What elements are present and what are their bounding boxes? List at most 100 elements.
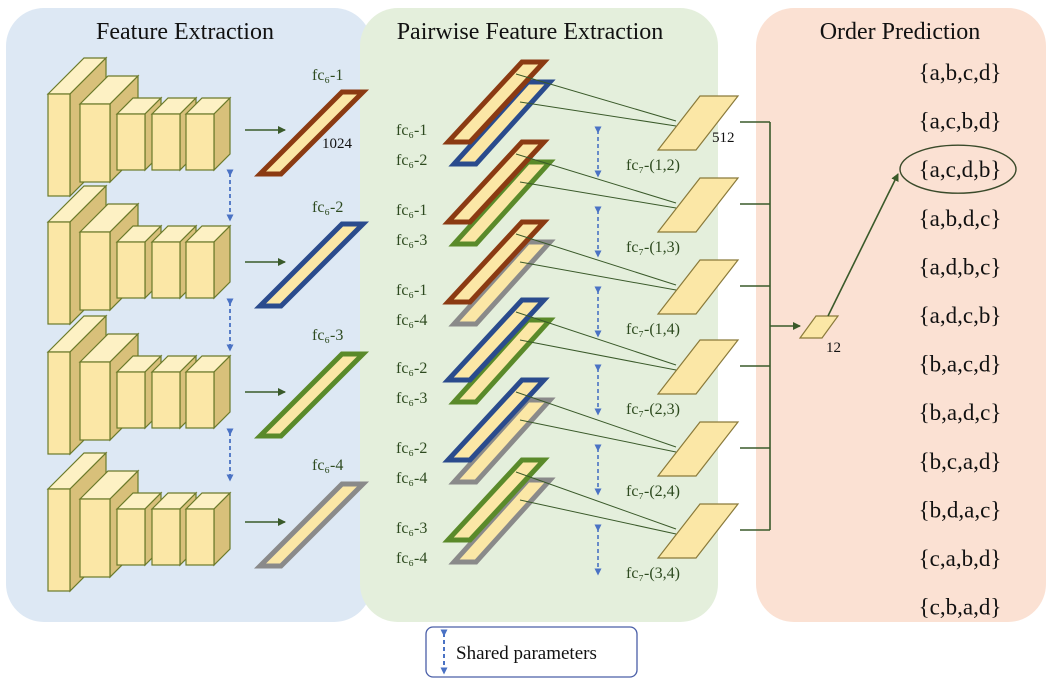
pairwise-features: fc₆-1fc₆-2fc₆-1fc₆-3fc₆-1fc₆-4fc₆-2fc₆-3… xyxy=(396,59,677,576)
cnn-branch-4 xyxy=(46,451,232,593)
cnn-branch-1 xyxy=(46,56,232,198)
pair-frame-top xyxy=(442,457,550,543)
block-front xyxy=(116,371,146,429)
pairwise-title: Pairwise Feature Extraction xyxy=(397,19,664,45)
block-front xyxy=(79,498,111,578)
connection-line xyxy=(515,311,677,366)
fc6-label: fc₆-1 xyxy=(312,67,343,84)
fc6-dim-label: 1024 xyxy=(322,136,353,152)
fc6-label: fc₆-4 xyxy=(312,457,343,474)
order-item: {a,c,d,b} xyxy=(919,157,1002,182)
pair-label-bottom: fc₆-4 xyxy=(396,550,427,567)
prediction-arrow xyxy=(827,173,899,317)
order-item: {a,b,d,c} xyxy=(919,206,1002,231)
order-item: {b,a,c,d} xyxy=(919,352,1002,377)
pair-label-top: fc₆-2 xyxy=(396,360,427,377)
pair-frame-top xyxy=(442,139,550,225)
connection-line xyxy=(519,419,677,453)
fc7-label: fc₇-(1,4) xyxy=(626,321,680,338)
fc7-label: fc₇-(1,3) xyxy=(626,239,680,256)
fc6-feature-1 xyxy=(253,89,370,177)
conv-layer-3 xyxy=(115,224,163,300)
connection-line xyxy=(515,153,677,204)
pair-group-1: fc₆-1 fc₆-2 xyxy=(396,59,677,178)
fc7-feature-2 xyxy=(656,177,740,233)
order-item: {b,c,a,d} xyxy=(919,449,1002,474)
connection-line xyxy=(515,73,677,122)
legend-label: Shared parameters xyxy=(456,643,597,664)
pair-label-top: fc₆-1 xyxy=(396,122,427,139)
pair-label-bottom: fc₆-2 xyxy=(396,152,427,169)
block-front xyxy=(151,371,181,429)
connection-line xyxy=(519,181,677,209)
fc7-label: fc₇-(2,4) xyxy=(626,483,680,500)
fc7-label: fc₇-(2,3) xyxy=(626,401,680,418)
block-front xyxy=(79,361,111,441)
connection-line xyxy=(515,391,677,448)
pair-label-top: fc₆-1 xyxy=(396,282,427,299)
block-front xyxy=(151,241,181,299)
pair-group-2: fc₆-1 fc₆-3 xyxy=(396,139,677,258)
pair-label-top: fc₆-1 xyxy=(396,202,427,219)
conv-layer-5 xyxy=(184,224,232,300)
block-front xyxy=(47,488,71,592)
connection-line xyxy=(519,101,677,127)
fc7-feature-1 xyxy=(656,95,740,151)
pair-frame-top xyxy=(442,219,550,305)
cnn-branch-2 xyxy=(46,184,232,326)
conv-layer-5 xyxy=(184,96,232,172)
pair-label-bottom: fc₆-3 xyxy=(396,390,427,407)
connection-line xyxy=(519,261,677,291)
block-front xyxy=(116,113,146,171)
cnn-branches xyxy=(46,56,234,593)
feature-extraction-title: Feature Extraction xyxy=(96,19,274,45)
order-item: {b,a,d,c} xyxy=(919,400,1002,425)
order-item: {a,b,c,d} xyxy=(919,60,1002,85)
fc7-label: fc₇-(3,4) xyxy=(626,565,680,582)
block-front xyxy=(151,113,181,171)
fc7-features: 512 fc₇-(1,2) fc₇-(1,3) fc₇-(1,4) fc₇-(2,3)… xyxy=(626,95,770,582)
fc6-label: fc₆-2 xyxy=(312,199,343,216)
order-item: {c,a,b,d} xyxy=(919,546,1002,571)
block-front xyxy=(47,351,71,455)
legend: Shared parameters xyxy=(425,626,638,678)
fc7-feature-5 xyxy=(656,421,740,477)
block-front xyxy=(47,221,71,325)
pair-frame-bottom xyxy=(448,397,556,485)
pair-group-4: fc₆-2 fc₆-3 xyxy=(396,297,677,416)
order-list: {a,b,c,d} {a,c,b,d} {a,c,d,b} {a,b,d,c} {a,d… xyxy=(899,60,1017,620)
pair-frame-top xyxy=(442,297,550,383)
pairwise-panel xyxy=(360,8,718,622)
order-item: {c,b,a,d} xyxy=(919,595,1002,620)
fc6-feature-4 xyxy=(253,481,370,569)
connection-line xyxy=(519,339,677,371)
predicted-order-highlight xyxy=(899,144,1017,194)
block-front xyxy=(151,508,181,566)
fc6-label: fc₆-3 xyxy=(312,327,343,344)
pair-label-bottom: fc₆-3 xyxy=(396,232,427,249)
block-front xyxy=(185,241,215,299)
pair-frame-bottom xyxy=(448,317,556,405)
connection-line xyxy=(519,499,677,535)
merge-and-output: 12 xyxy=(769,122,899,530)
order-item: {a,d,b,c} xyxy=(919,254,1002,279)
fc7-dim-label: 512 xyxy=(712,130,735,146)
fc7-feature-6 xyxy=(656,503,740,559)
pair-label-top: fc₆-2 xyxy=(396,440,427,457)
fc7-label: fc₇-(1,2) xyxy=(626,157,680,174)
order-item: {a,d,c,b} xyxy=(919,303,1002,328)
block-front xyxy=(79,103,111,183)
pair-frame-bottom xyxy=(448,477,556,565)
order-item: {a,c,b,d} xyxy=(919,109,1002,134)
cnn-branch-3 xyxy=(46,314,232,456)
legend-box xyxy=(425,626,638,678)
conv-layer-5 xyxy=(184,491,232,567)
pair-frame-top xyxy=(442,59,550,145)
block-front xyxy=(185,508,215,566)
conv-layer-5 xyxy=(184,354,232,430)
order-prediction-title: Order Prediction xyxy=(820,19,981,45)
block-front xyxy=(47,93,71,197)
